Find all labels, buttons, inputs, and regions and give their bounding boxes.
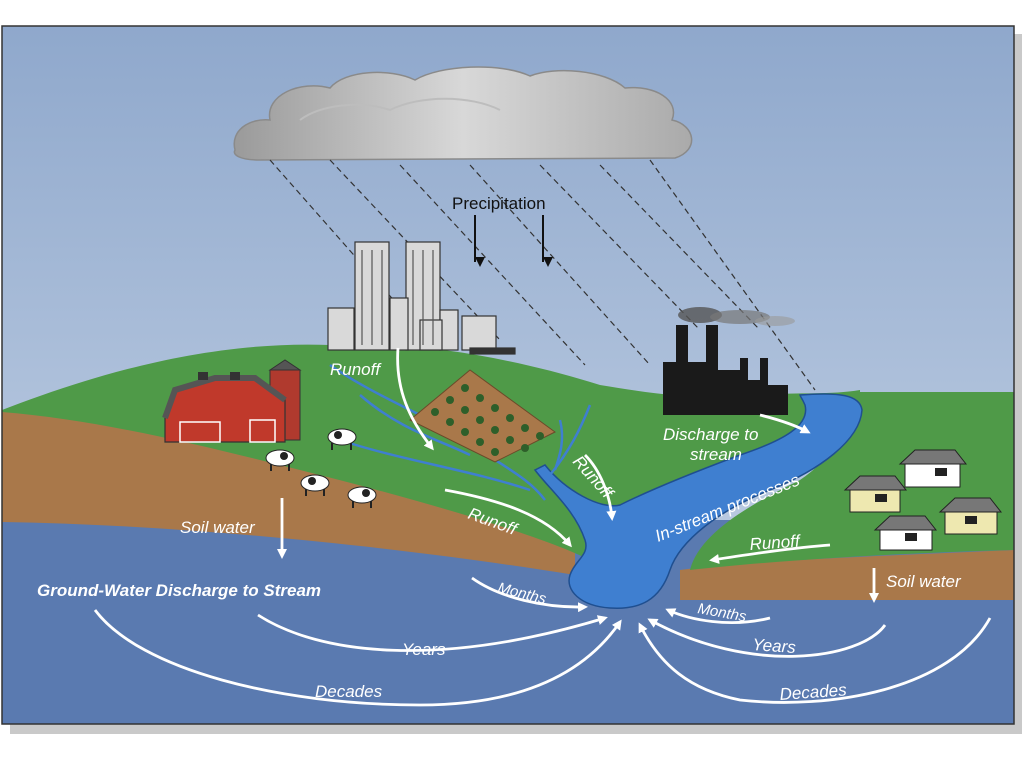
stream [533,393,863,609]
house [898,449,968,488]
cow [300,474,330,496]
house [843,475,908,513]
rain-lines [269,159,816,391]
cloud [233,66,693,161]
panel-border [1,25,1015,725]
houses [843,449,1003,551]
decades-label-right: Decades [779,680,848,704]
cow [265,449,295,471]
decades-arrow-right [638,617,992,704]
decades-label-left: Decades [315,682,383,701]
runoff-label-right: Runoff [749,531,803,554]
years-arrow-left [257,613,608,652]
runoff-arrow-right [709,543,831,564]
cows [265,428,377,508]
soil-water-label-left: Soil water [180,518,256,537]
runoff-arrow-middle [584,454,617,521]
cow [347,486,377,508]
runoff-label-upper: Runoff [330,360,382,379]
flow-arrows [93,347,992,707]
months-arrow-right [665,608,771,624]
discharge-label-line2: stream [690,445,742,464]
decades-arrow-left [93,609,622,707]
discharge-label-line1: Discharge to [663,425,758,444]
house [938,497,1003,535]
factory [663,307,795,415]
months-arrow-left [471,576,588,613]
runoff-arrow-lower [444,488,572,548]
years-label-left: Years [402,640,446,659]
ground-water-discharge-label: Ground-Water Discharge to Stream [37,581,321,600]
soil-layer-left [2,410,575,575]
house [873,515,938,551]
discharge-arrow [759,413,811,434]
runoff-arrow-upper [396,347,434,451]
precipitation-label: Precipitation [452,194,546,213]
city-skyline [327,241,516,355]
soil-water-label-right: Soil water [886,572,962,591]
years-label-right: Years [752,635,797,657]
cow [327,428,357,450]
barn [162,359,302,443]
crop-field [409,369,556,463]
years-arrow-right [647,618,887,658]
precipitation-arrows [474,215,553,267]
